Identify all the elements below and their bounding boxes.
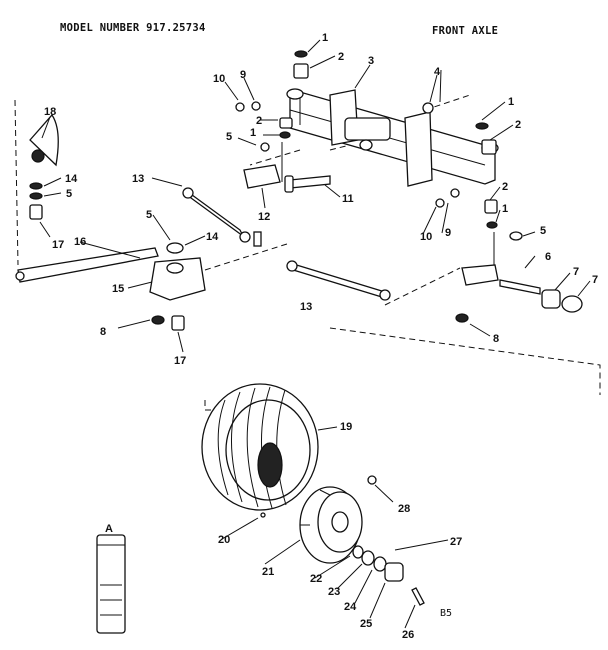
callout-6: 6: [545, 251, 551, 263]
callout-25: 25: [360, 618, 372, 630]
callout-26: 26: [402, 629, 414, 641]
callout-27: 27: [450, 536, 462, 548]
callout-2-left: 2: [256, 115, 262, 127]
callout-5-mid: 5: [146, 209, 152, 221]
callout-19: 19: [340, 421, 352, 433]
callout-13-lower: 13: [300, 301, 312, 313]
callout-5: 5: [226, 131, 232, 143]
callout-15: 15: [112, 283, 124, 295]
section-title: FRONT AXLE: [432, 25, 499, 37]
callout-7-outer: 7: [592, 274, 598, 286]
callout-28: 28: [398, 503, 410, 515]
callout-21: 21: [262, 566, 274, 578]
lubricant-tube: [96, 534, 126, 634]
axle-bushings: [235, 50, 523, 241]
callout-17: 17: [52, 239, 64, 251]
callout-7: 7: [573, 266, 579, 278]
wheel-rim: [299, 486, 363, 564]
callout-18: 18: [44, 106, 56, 118]
hub-hardware: [260, 475, 425, 606]
axle-beam: [286, 88, 499, 187]
tie-rods: [182, 187, 391, 301]
callout-2: 2: [338, 51, 344, 63]
callout-11: 11: [342, 193, 354, 205]
drawing-code: B5: [440, 608, 453, 619]
callout-1-right: 1: [508, 96, 514, 108]
tire: [201, 383, 319, 511]
callout-10-right: 10: [420, 231, 432, 243]
callout-8-right: 8: [493, 333, 499, 345]
callout-14-mid: 14: [206, 231, 219, 243]
wheel-bearings: [455, 289, 583, 323]
callout-A: A: [105, 523, 113, 535]
callout-13: 13: [132, 173, 144, 185]
callout-1-left: 1: [250, 127, 256, 139]
callout-22: 22: [310, 573, 322, 585]
callout-23: 23: [328, 586, 340, 598]
callout-4: 4: [434, 66, 441, 78]
callout-10: 10: [213, 73, 225, 85]
callout-14: 14: [65, 173, 78, 185]
callout-1-lower: 1: [502, 203, 508, 215]
callout-3: 3: [368, 55, 374, 67]
callout-5-left: 5: [66, 188, 72, 200]
callout-12: 12: [258, 211, 270, 223]
callout-16: 16: [74, 236, 86, 248]
model-number-heading: MODEL NUMBER 917.25734: [60, 22, 206, 34]
callout-17-lower: 17: [174, 355, 186, 367]
callout-2-lower: 2: [502, 181, 508, 193]
callout-5-right: 5: [540, 225, 546, 237]
callout-9-right: 9: [445, 227, 451, 239]
callout-1: 1: [322, 32, 328, 44]
spindles: [243, 142, 541, 295]
callout-2-right: 2: [515, 119, 521, 131]
callout-20: 20: [218, 534, 230, 546]
callout-8: 8: [100, 326, 106, 338]
callout-9: 9: [240, 69, 246, 81]
steering-linkage: [15, 113, 206, 331]
callout-24: 24: [344, 601, 357, 613]
